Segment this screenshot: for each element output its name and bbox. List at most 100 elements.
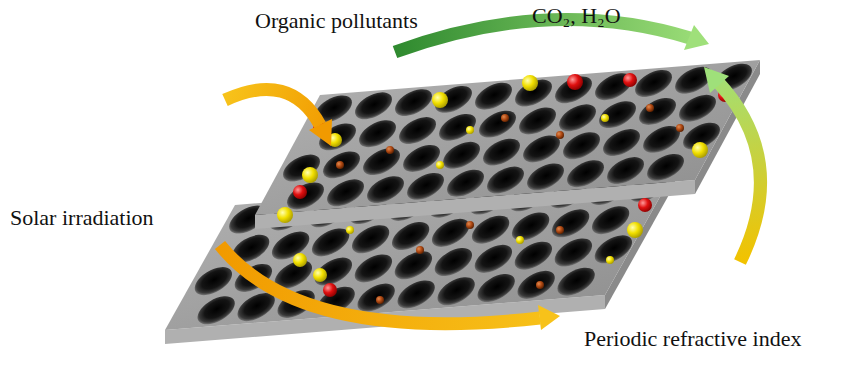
pore xyxy=(637,125,686,154)
catalyst-sphere xyxy=(623,73,637,87)
pore xyxy=(397,144,446,173)
hole-array xyxy=(261,62,758,212)
catalyst-sphere xyxy=(386,146,394,154)
pore xyxy=(353,119,402,148)
catalyst-sphere xyxy=(323,283,337,297)
pore xyxy=(281,181,330,210)
catalyst-sphere xyxy=(692,142,708,158)
catalyst-sphere xyxy=(293,253,307,267)
catalyst-sphere xyxy=(522,75,538,91)
catalyst-sphere xyxy=(336,161,344,169)
pore xyxy=(346,224,396,255)
pore xyxy=(469,81,518,110)
catalyst-sphere xyxy=(416,246,424,254)
pore xyxy=(349,91,398,120)
structure-label: Periodic refractive index xyxy=(584,326,801,351)
catalyst-sphere xyxy=(436,161,444,169)
pore xyxy=(549,237,599,268)
light-arrow xyxy=(225,89,332,146)
pore xyxy=(317,150,366,179)
light-label: Solar irradiation xyxy=(10,205,154,230)
catalyst-particles xyxy=(277,73,732,304)
pore xyxy=(431,276,481,307)
pore xyxy=(589,234,639,265)
upper-plate xyxy=(255,60,760,229)
pore xyxy=(389,250,439,281)
catalyst-sphere xyxy=(627,222,643,238)
light-arrow xyxy=(220,245,560,330)
pore xyxy=(426,218,476,249)
catalyst-sphere xyxy=(466,126,474,134)
pore xyxy=(429,247,479,278)
catalyst-sphere xyxy=(676,124,684,132)
catalyst-sphere xyxy=(567,74,583,90)
pore xyxy=(386,221,436,252)
pore xyxy=(437,141,486,170)
catalyst-sphere xyxy=(277,207,293,223)
pore xyxy=(401,172,450,201)
pore xyxy=(309,256,359,287)
catalyst-sphere xyxy=(556,131,564,139)
catalyst-sphere xyxy=(606,256,614,264)
catalyst-sphere xyxy=(501,114,509,122)
plate-face xyxy=(255,60,760,215)
pore xyxy=(513,106,562,135)
catalyst-sphere xyxy=(516,236,524,244)
pore xyxy=(481,165,530,194)
pore xyxy=(189,266,239,297)
pore xyxy=(521,162,570,191)
pore xyxy=(391,279,441,310)
pore xyxy=(551,266,601,297)
pore xyxy=(561,159,610,188)
pore xyxy=(231,292,281,323)
pore xyxy=(351,282,401,313)
pore xyxy=(633,97,682,126)
catalyst-sphere xyxy=(302,167,318,183)
pore xyxy=(589,72,638,101)
pore xyxy=(509,240,559,271)
pore xyxy=(629,69,678,98)
catalyst-sphere xyxy=(346,226,354,234)
catalyst-sphere xyxy=(638,198,652,212)
pore xyxy=(357,147,406,176)
pore xyxy=(361,175,410,204)
pore xyxy=(593,100,642,129)
pore xyxy=(597,128,646,157)
pore xyxy=(441,169,490,198)
catalyst-sphere xyxy=(293,185,307,199)
pore xyxy=(477,137,526,166)
pore xyxy=(466,214,516,245)
catalyst-sphere xyxy=(556,226,564,234)
catalyst-sphere xyxy=(376,296,384,304)
pore xyxy=(389,88,438,117)
pore xyxy=(511,270,561,301)
pore xyxy=(429,85,478,114)
pore xyxy=(506,211,556,242)
catalyst-sphere xyxy=(536,281,544,289)
pore xyxy=(266,230,316,261)
pore xyxy=(469,244,519,275)
pore xyxy=(277,153,326,182)
pore xyxy=(546,208,596,239)
catalyst-sphere xyxy=(432,92,448,108)
pore xyxy=(471,273,521,304)
catalyst-sphere xyxy=(646,104,654,112)
pore xyxy=(191,295,241,326)
pore xyxy=(641,153,690,182)
pore xyxy=(601,156,650,185)
reflected-light-arrow xyxy=(704,67,760,262)
catalyst-sphere xyxy=(313,268,327,282)
pore xyxy=(673,94,722,123)
catalyst-sphere xyxy=(466,221,474,229)
pore xyxy=(473,109,522,138)
pore xyxy=(433,113,482,142)
catalyst-sphere xyxy=(601,114,609,122)
label-text: Organic pollutants xyxy=(255,8,418,33)
pore xyxy=(321,178,370,207)
pore xyxy=(557,131,606,160)
pore xyxy=(553,103,602,132)
pore xyxy=(349,253,399,284)
product-label: CO₂, H₂O xyxy=(532,3,621,28)
